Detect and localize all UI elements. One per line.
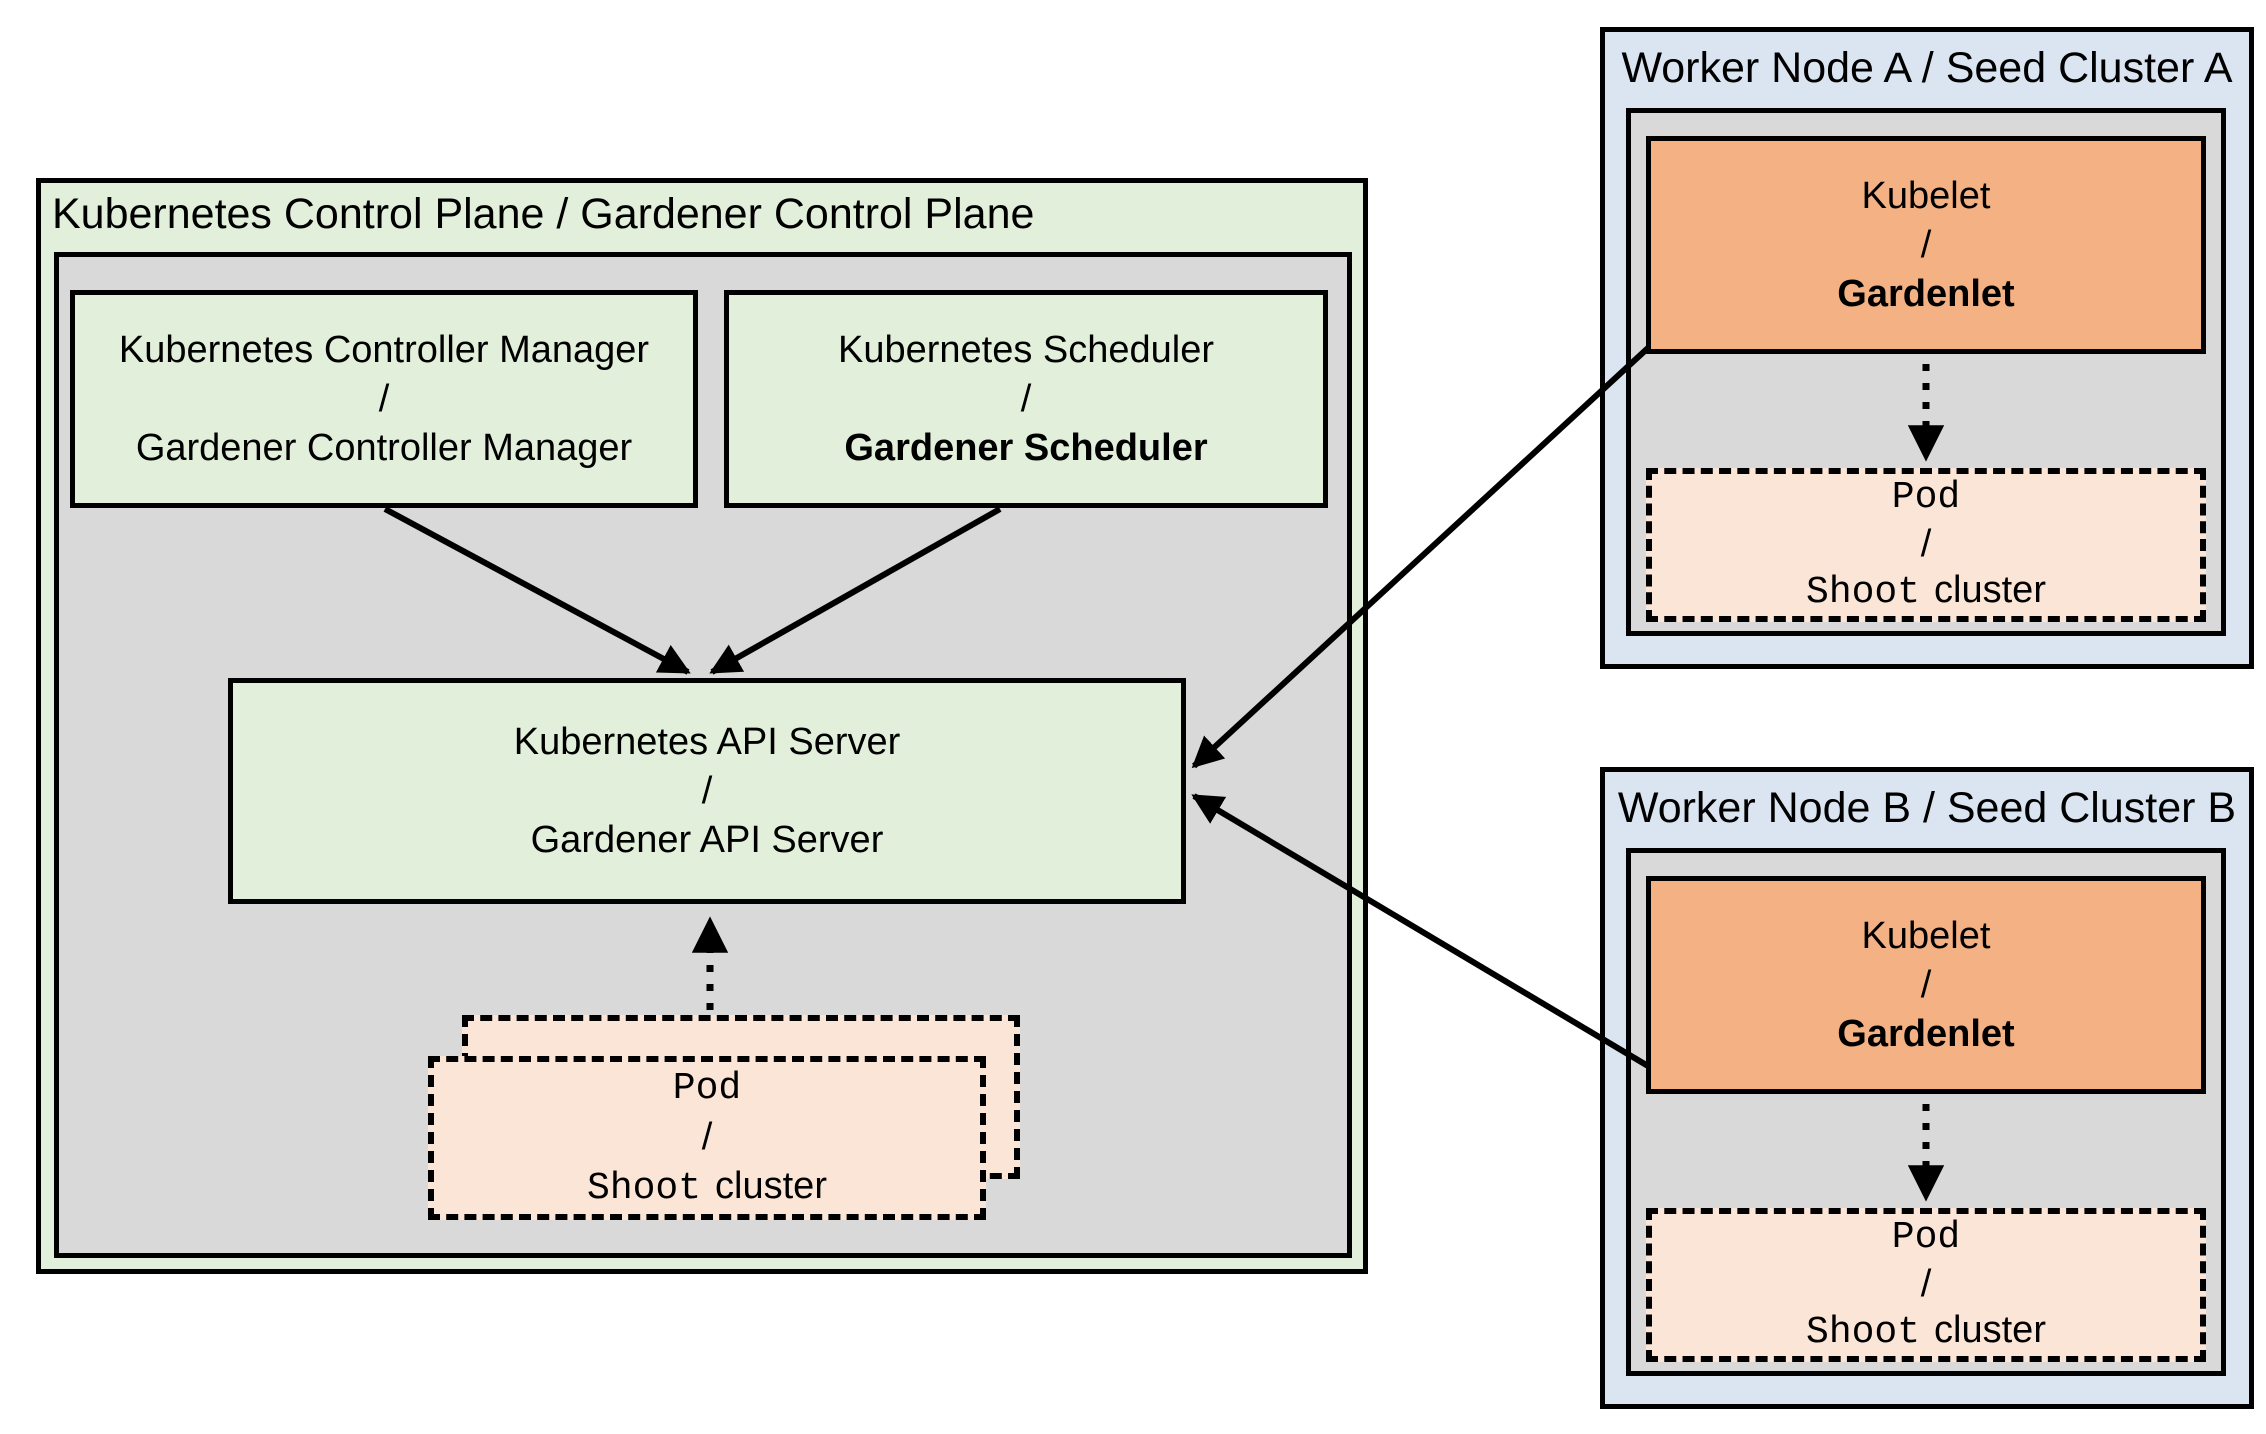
label-slash: / [1920,223,1932,266]
label-line: Kubernetes Controller Manager [118,328,650,371]
label-slash: / [1920,522,1932,565]
label-line: Shoot cluster [1806,1307,2046,1356]
label-line: Gardenlet [1837,1012,2015,1055]
label-line: Pod [1891,475,1961,519]
kubelet-a-box: Kubelet / Gardenlet [1646,136,2206,354]
controller-manager-label: Kubernetes Controller Manager / Gardener… [75,295,693,503]
label-line: Gardener Controller Manager [135,426,633,469]
kubelet-b-box: Kubelet / Gardenlet [1646,876,2206,1094]
label-part-sans: cluster [715,1164,827,1207]
label-line: Gardenlet [1837,272,2015,315]
label-slash: / [701,1115,713,1158]
label-part-sans: cluster [1934,568,2046,611]
api-server-box: Kubernetes API Server / Gardener API Ser… [228,678,1186,904]
worker-node-b-title: Worker Node B / Seed Cluster B [1617,784,2237,832]
control-plane-title: Kubernetes Control Plane / Gardener Cont… [52,190,1035,238]
kubelet-b-label: Kubelet / Gardenlet [1651,881,2201,1089]
label-line: Pod [672,1066,742,1110]
label-slash: / [1920,963,1932,1006]
label-line: Shoot cluster [1806,567,2046,616]
label-slash: / [1020,377,1032,420]
label-part-mono: Shoot [1806,1310,1921,1354]
label-line: Gardener Scheduler [844,426,1208,469]
label-slash: / [701,769,713,812]
pod-b-label: Pod / Shoot cluster [1652,1214,2200,1356]
kubelet-a-label: Kubelet / Gardenlet [1651,141,2201,349]
scheduler-box: Kubernetes Scheduler / Gardener Schedule… [724,290,1328,508]
pod-b-box: Pod / Shoot cluster [1646,1208,2206,1362]
pod-a-label: Pod / Shoot cluster [1652,474,2200,616]
scheduler-label: Kubernetes Scheduler / Gardener Schedule… [729,295,1323,503]
label-part-mono: Shoot [587,1166,702,1210]
pod-shoot-stack-label: Pod / Shoot cluster [434,1062,980,1214]
label-part-mono: Shoot [1806,570,1921,614]
label-line: Pod [1891,1215,1961,1259]
worker-node-a-title: Worker Node A / Seed Cluster A [1621,44,2233,92]
label-part-sans: cluster [1934,1308,2046,1351]
controller-manager-box: Kubernetes Controller Manager / Gardener… [70,290,698,508]
label-slash: / [1920,1262,1932,1305]
label-line: Kubelet [1861,174,1991,217]
label-line: Kubelet [1861,914,1991,957]
label-line: Kubernetes Scheduler [837,328,1215,371]
label-slash: / [378,377,390,420]
label-line: Gardener API Server [530,818,884,861]
pod-shoot-stack-front-box: Pod / Shoot cluster [428,1056,986,1220]
label-line: Shoot cluster [587,1162,827,1213]
label-line: Kubernetes API Server [513,720,901,763]
pod-a-box: Pod / Shoot cluster [1646,468,2206,622]
api-server-label: Kubernetes API Server / Gardener API Ser… [233,683,1181,899]
